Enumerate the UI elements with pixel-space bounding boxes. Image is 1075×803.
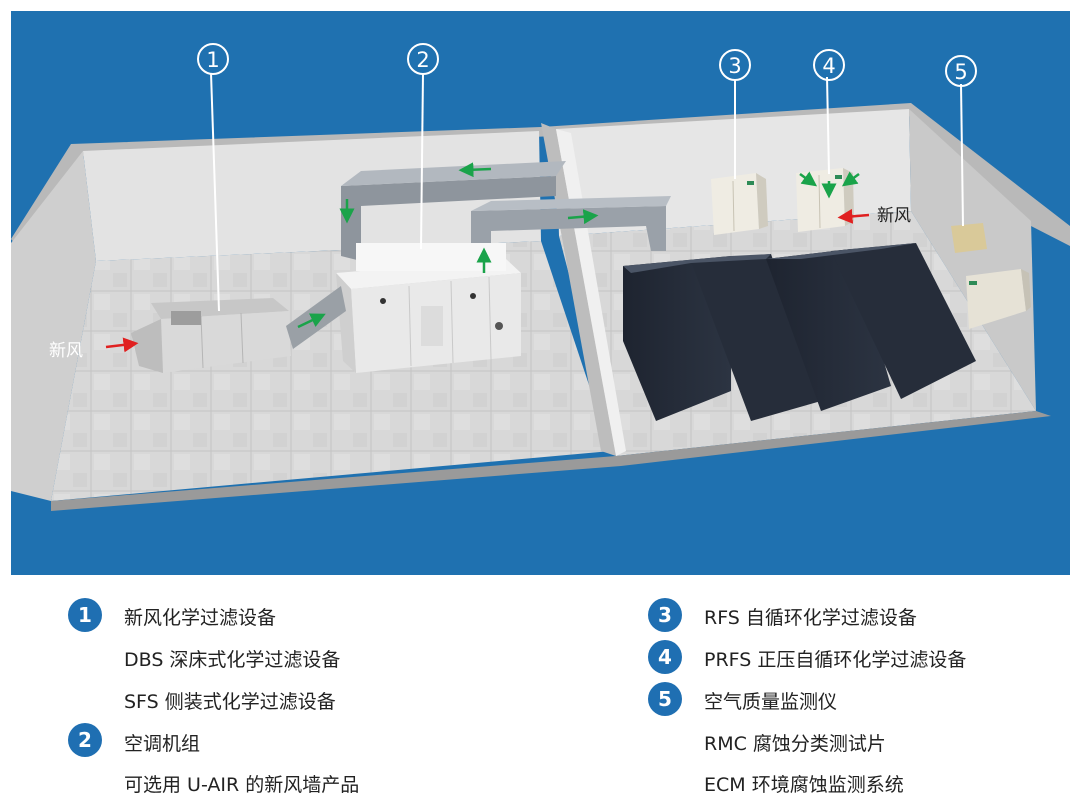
fresh-air-arrow-right xyxy=(837,208,870,224)
left-wall xyxy=(11,151,96,501)
right-wall xyxy=(909,109,1036,411)
airflow-arrow xyxy=(799,171,818,187)
return-duct xyxy=(471,206,666,261)
svg-text:4: 4 xyxy=(822,54,835,78)
callout-3: 3 xyxy=(719,49,751,81)
airflow-arrow xyxy=(567,209,599,225)
airflow-arrow xyxy=(841,171,860,187)
legend-item-rfs: RFS 自循环化学过滤设备 xyxy=(704,607,917,629)
legend-badge-3: 3 xyxy=(648,598,682,632)
callout-4: 4 xyxy=(813,49,845,81)
legend-item-ahu: 空调机组 xyxy=(124,733,201,755)
callout-markers: 1 2 3 4 5 xyxy=(197,43,977,87)
legend-item-fresh-air-filter: 新风化学过滤设备 xyxy=(124,607,277,629)
legend-item-rmc: RMC 腐蚀分类测试片 xyxy=(704,733,886,755)
airflow-arrow xyxy=(458,162,492,178)
callout-lines xyxy=(210,72,964,312)
callout-1: 1 xyxy=(197,43,229,75)
airflow-arrows xyxy=(105,162,870,353)
legend-item-dbs: DBS 深床式化学过滤设备 xyxy=(124,649,341,671)
legend-badge-4: 4 xyxy=(648,640,682,674)
svg-text:5: 5 xyxy=(954,60,967,84)
callout-5: 5 xyxy=(945,55,977,87)
svg-text:3: 3 xyxy=(728,54,741,78)
legend-item-sfs: SFS 侧装式化学过滤设备 xyxy=(124,691,336,713)
legend-badge-2: 2 xyxy=(68,723,102,757)
back-wall-left xyxy=(83,131,541,261)
server-racks xyxy=(623,243,976,421)
svg-text:1: 1 xyxy=(206,48,219,72)
rfs-cabinet xyxy=(711,173,768,235)
callout-2: 2 xyxy=(407,43,439,75)
air-quality-monitor xyxy=(951,223,1031,329)
legend-item-u-air: 可选用 U-AIR 的新风墙产品 xyxy=(124,774,360,796)
legend-badge-5: 5 xyxy=(648,682,682,716)
data-center-diagram: 1 2 3 4 5 新风 新风 xyxy=(11,11,1070,575)
fresh-air-filter-unit xyxy=(131,286,346,373)
legend-item-prfs: PRFS 正压自循环化学过滤设备 xyxy=(704,649,967,671)
fresh-air-arrow-left xyxy=(105,337,139,353)
legend-badge-1: 1 xyxy=(68,598,102,632)
air-handling-unit xyxy=(336,243,521,373)
legend-item-ecm: ECM 环境腐蚀监测系统 xyxy=(704,774,904,796)
supply-duct xyxy=(341,176,556,261)
legend-item-air-quality-monitor: 空气质量监测仪 xyxy=(704,691,838,713)
fresh-air-label-right: 新风 xyxy=(877,206,911,226)
svg-text:2: 2 xyxy=(416,48,429,72)
airflow-arrow xyxy=(297,313,326,329)
fresh-air-label-left: 新风 xyxy=(49,341,83,361)
